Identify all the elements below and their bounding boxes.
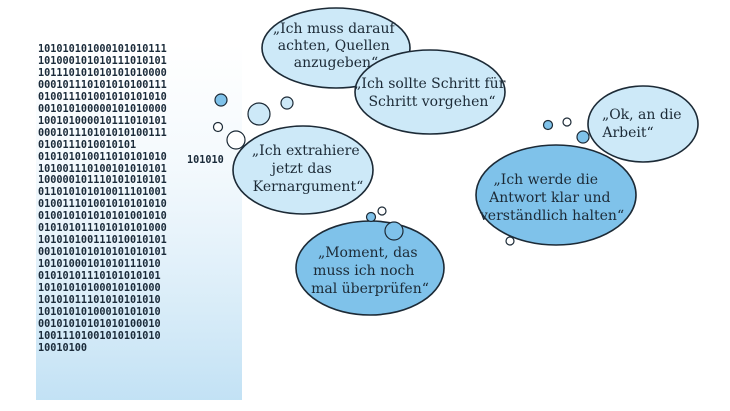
binary-line: 10101010100010101000 [38,283,161,295]
binary-line: 010011101001010101010 [38,91,167,103]
binary-line: 00101010101010100010 [38,318,161,330]
trail-circle [562,117,572,127]
thought-line: „Ok, an die [602,107,682,123]
thought-text: „Ich muss darauf achten, Quellen anzugeb… [273,21,399,71]
thought-line: mal überprüfen“ [311,281,429,297]
thought-text: „Ich werde die Antwort klar und verständ… [479,172,624,224]
thought-text: „Ok, an die Arbeit“ [601,107,686,141]
binary-line: 100101000010111010101 [38,115,167,127]
binary-line: 011010101010011101001 [38,187,167,199]
binary-line: 01010101110101010101 [38,271,161,283]
trail-circle [384,221,404,241]
thought-bubble-step-by-step: „Ich sollte Schritt für Schritt vorgehen… [354,49,510,135]
binary-line: 100000101110101010101 [38,175,167,187]
thought-line: Kernargument“ [253,179,363,195]
trail-circle [365,211,377,223]
binary-line: 010010101010101001010 [38,211,167,223]
thought-line: muss ich noch [313,263,414,279]
binary-line: 101110101010101010000 [38,67,167,79]
trail-circle [280,96,294,110]
binary-line: 101000101010111010101 [38,55,167,67]
binary-line: 101010101000101010111 [38,44,167,55]
thought-line: „Ich sollte Schritt für [354,76,506,92]
binary-line: 101001110100101010101 [38,163,167,175]
thought-line: achten, Quellen [278,38,390,54]
thought-bubble-clear-answer: „Ich werde die Antwort klar und verständ… [475,144,637,246]
trail-circle [214,93,228,107]
thought-bubble-check: „Moment, das muss ich noch mal überprüfe… [295,220,445,316]
cloud-shape [475,144,637,246]
thought-bubble-extract: „Ich extrahiere jetzt das Kernargument“ [232,125,374,215]
trail-circle [212,121,224,133]
binary-line: 0100111010010101 [38,139,137,151]
binary-line: 001010100000101010000 [38,103,167,115]
cloud-shape [232,125,374,215]
binary-line: 000101110101010100111 [38,79,167,91]
trail-circle [226,130,246,150]
thought-line: jetzt das [270,161,332,177]
thought-line: verständlich halten“ [479,208,624,224]
thought-line: „Moment, das [318,245,418,261]
binary-line: 10101010100010101010 [38,306,161,318]
thought-line: Schritt vorgehen“ [368,94,495,110]
thought-line: Antwort klar und [488,190,610,206]
binary-line: 10010100 [38,342,88,354]
binary-line: 001010101010101010101 [38,247,167,259]
cloud-shape [354,49,506,135]
trailing-circles [212,93,590,246]
thought-line: Arbeit“ [601,125,653,141]
trail-circle [377,206,387,216]
trail-circle [505,236,515,246]
trail-circle [247,102,271,126]
binary-fragment: 101010 [187,155,224,166]
binary-line: 10011101001010101010 [38,330,161,342]
binary-line: 10101011101010101010 [38,295,161,307]
binary-line: 010101010011010101010 [38,151,167,163]
thought-line: „Ich muss darauf [273,21,397,37]
thought-text: „Ich sollte Schritt für Schritt vorgehen… [354,76,510,110]
thought-line: „Ich extrahiere [252,143,360,159]
binary-line: 000101110101010100111 [38,127,167,139]
thought-bubble-ok: „Ok, an die Arbeit“ [587,85,699,163]
binary-line: 010011101001010101010 [38,199,167,211]
binary-line: 101010100111010010101 [38,235,167,247]
binary-glow [36,44,242,400]
thought-text: „Ich extrahiere jetzt das Kernargument“ [252,143,364,195]
trail-circle [576,130,590,144]
thought-line: „Ich werde die [494,172,598,188]
thought-text: „Moment, das muss ich noch mal überprüfe… [311,245,429,297]
cloud-shape [587,85,699,163]
trail-circle [542,119,554,131]
thought-line: anzugeben“ [294,55,378,71]
binary-line: 010101011101010101000 [38,223,167,235]
binary-line: 10101000101010111010 [38,259,161,271]
